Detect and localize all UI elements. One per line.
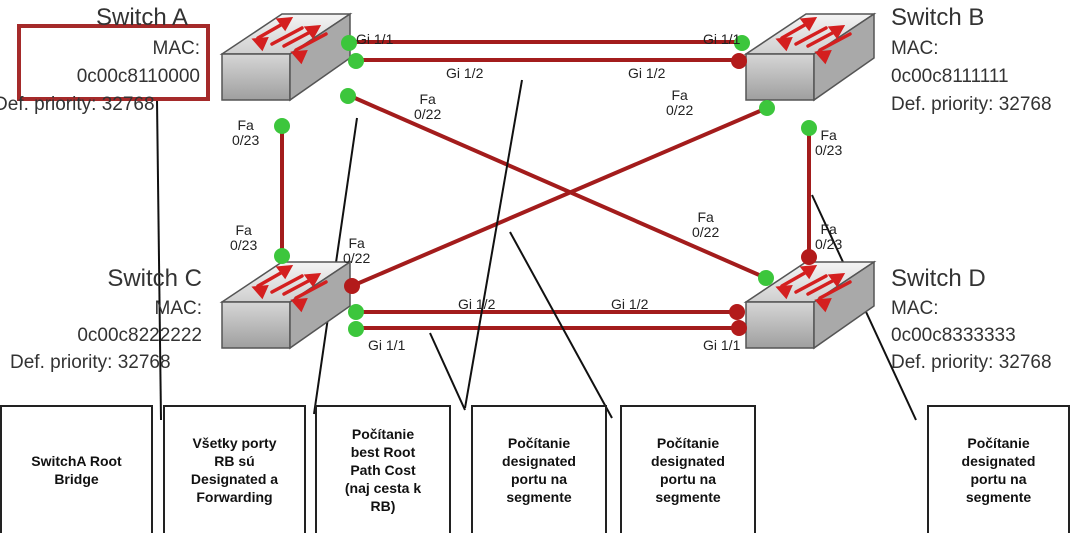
port-label-d-fa023: Fa 0/23 <box>815 221 843 252</box>
switch-d-icon <box>743 260 877 350</box>
port-dot-c-fa022 <box>344 278 360 294</box>
port-label-a-gi12: Gi 1/2 <box>446 65 484 81</box>
switch-b-mac: 0c00c8111111 <box>891 66 1009 87</box>
annotation-rb-designated-text: Všetky porty RB sú Designated a Forwardi… <box>190 434 279 506</box>
switch-a-icon <box>219 12 353 102</box>
port-dot-d-fa023 <box>801 249 817 265</box>
switch-c-name: Switch C <box>107 265 202 292</box>
port-dot-c-fa023 <box>274 248 290 264</box>
switch-a-mac: 0c00c8110000 <box>76 66 200 87</box>
port-dot-b-fa023 <box>801 120 817 136</box>
switch-c-mac-label: MAC: <box>154 298 203 319</box>
pointer-seg-ad <box>509 231 613 419</box>
pointer-seg-cd <box>429 332 466 411</box>
port-label-a-fa022: Fa 0/22 <box>414 91 442 122</box>
annotation-designated-port-2: Počítanie designated portu na segmente <box>620 405 756 533</box>
port-label-b-gi12: Gi 1/2 <box>628 65 666 81</box>
switch-b-name: Switch B <box>891 4 985 31</box>
port-dot-d-fa022 <box>758 270 774 286</box>
annotation-designated-port-2-text: Počítanie designated portu na segmente <box>651 434 725 506</box>
pointer-root-path <box>464 79 523 409</box>
port-label-c-gi12: Gi 1/2 <box>458 296 496 312</box>
switch-c-icon <box>219 260 353 350</box>
port-dot-a-fa023 <box>274 118 290 134</box>
port-dot-d-gi12 <box>729 304 745 320</box>
annotation-rb-designated: Všetky porty RB sú Designated a Forwardi… <box>163 405 306 533</box>
switch-b-priority: Def. priority: 32768 <box>891 94 1052 115</box>
port-dot-d-gi11 <box>731 320 747 336</box>
port-label-b-fa022: Fa 0/22 <box>666 87 694 118</box>
port-label-d-gi11: Gi 1/1 <box>703 337 741 353</box>
annotation-root-bridge-text: SwitchA Root Bridge <box>31 452 122 487</box>
port-label-c-fa022: Fa 0/22 <box>343 235 371 266</box>
annotation-designated-port-1-text: Počítanie designated portu na segmente <box>502 434 576 506</box>
switch-d-priority: Def. priority: 32768 <box>891 352 1052 373</box>
port-label-d-gi12: Gi 1/2 <box>611 296 649 312</box>
port-dot-c-gi12 <box>348 304 364 320</box>
port-dot-a-fa022 <box>340 88 356 104</box>
switch-a-priority: Def. priority: 32768 <box>0 94 155 115</box>
switch-b-mac-label: MAC: <box>891 38 939 59</box>
switch-d-mac: 0c00c8333333 <box>891 325 1016 346</box>
port-label-b-fa023: Fa 0/23 <box>815 127 843 158</box>
link-a-d-fa022 <box>347 93 767 280</box>
switch-c-mac: 0c00c8222222 <box>77 325 202 346</box>
switch-d-name: Switch D <box>891 265 986 292</box>
pointer-root-bridge <box>156 99 162 421</box>
annotation-designated-port-3-text: Počítanie designated portu na segmente <box>961 434 1036 506</box>
annotation-root-path-cost: Počítanie best Root Path Cost (naj cesta… <box>315 405 451 533</box>
annotation-designated-port-1: Počítanie designated portu na segmente <box>471 405 607 533</box>
annotation-designated-port-3: Počítanie designated portu na segmente <box>927 405 1070 533</box>
port-label-a-gi11: Gi 1/1 <box>356 31 394 47</box>
switch-a-mac-label: MAC: <box>152 38 201 59</box>
port-label-b-gi11: Gi 1/1 <box>703 31 741 47</box>
port-label-c-fa023: Fa 0/23 <box>230 222 258 253</box>
switch-c-priority: Def. priority: 32768 <box>10 352 171 373</box>
port-dot-b-gi12 <box>731 53 747 69</box>
port-label-d-fa022: Fa 0/22 <box>692 209 720 240</box>
port-dot-c-gi11 <box>348 321 364 337</box>
port-label-c-gi11: Gi 1/1 <box>368 337 406 353</box>
port-dot-a-gi12 <box>348 53 364 69</box>
annotation-root-bridge: SwitchA Root Bridge <box>0 405 153 533</box>
switch-a-name: Switch A <box>96 4 189 31</box>
port-label-a-fa023: Fa 0/23 <box>232 117 260 148</box>
port-dot-b-gi11 <box>734 35 750 51</box>
root-bridge-highlight <box>17 24 210 101</box>
switch-b-icon <box>743 12 877 102</box>
link-b-c-fa022 <box>351 106 768 288</box>
port-dot-a-gi11 <box>341 35 357 51</box>
switch-d-mac-label: MAC: <box>891 298 939 319</box>
port-dot-b-fa022 <box>759 100 775 116</box>
annotation-root-path-cost-text: Počítanie best Root Path Cost (naj cesta… <box>344 425 422 515</box>
